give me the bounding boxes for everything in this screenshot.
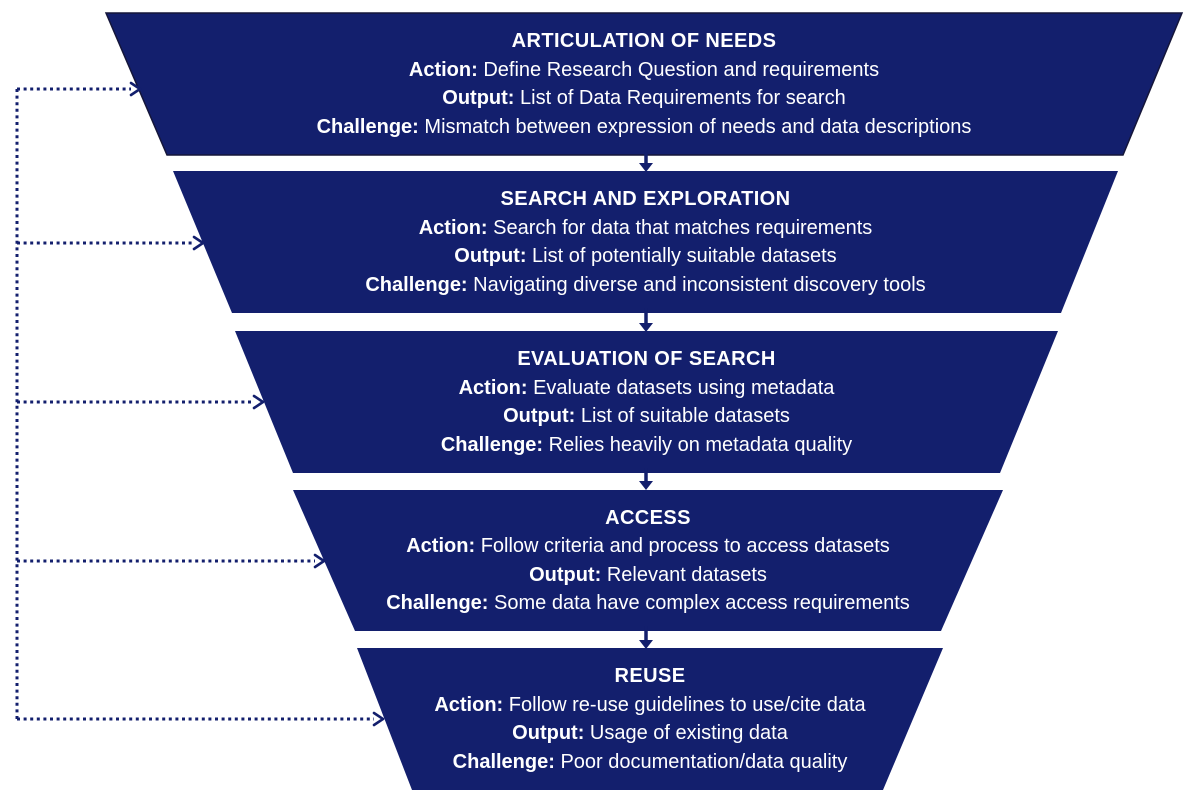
stage-action-line: Action: Evaluate datasets using metadata xyxy=(459,374,835,403)
funnel-stage-3-shape xyxy=(235,331,1058,473)
action-text: Follow criteria and process to access da… xyxy=(480,535,890,557)
stage-challenge-line: Challenge: Some data have complex access… xyxy=(386,589,910,618)
action-label: Action: xyxy=(408,58,478,81)
feedback-arrowhead-icon-3 xyxy=(252,394,265,410)
funnel-stage-articulation-of-needs: ARTICULATION OF NEEDS Action: Define Res… xyxy=(106,13,1182,155)
down-arrow-icon-2 xyxy=(639,308,653,332)
down-arrow-icon-1 xyxy=(639,150,653,172)
stage-action-line: Action: Follow criteria and process to a… xyxy=(406,532,890,561)
feedback-arrowhead-icon-5 xyxy=(372,711,385,727)
challenge-label: Challenge: xyxy=(386,592,489,614)
funnel-stage-1-shape xyxy=(104,12,1184,156)
funnel-stage-2-shape xyxy=(173,171,1118,313)
feedback-arrowhead-icon-4 xyxy=(313,553,326,569)
action-label: Action: xyxy=(458,376,528,399)
action-text: Follow re-use guidelines to use/cite dat… xyxy=(508,693,866,716)
challenge-text: Navigating diverse and inconsistent disc… xyxy=(473,273,926,296)
down-arrow-icon-4 xyxy=(639,626,653,649)
output-label: Output: xyxy=(503,405,576,427)
stage-title: EVALUATION OF SEARCH xyxy=(517,348,776,370)
stage-title: ARTICULATION OF NEEDS xyxy=(511,30,777,52)
challenge-label: Challenge: xyxy=(452,750,555,773)
output-text: List of suitable datasets xyxy=(580,405,790,427)
stage-output-line: Output: Usage of existing data xyxy=(512,719,788,748)
funnel-stage-search-and-exploration: SEARCH AND EXPLORATION Action: Search fo… xyxy=(173,171,1118,313)
stage-action-line: Action: Define Research Question and req… xyxy=(409,56,879,85)
output-label: Output: xyxy=(454,245,527,267)
challenge-label: Challenge: xyxy=(316,115,419,138)
stage-action-line: Action: Follow re-use guidelines to use/… xyxy=(434,691,865,720)
stage-output-line: Output: List of suitable datasets xyxy=(503,402,790,431)
challenge-text: Relies heavily on metadata quality xyxy=(548,433,853,456)
challenge-label: Challenge: xyxy=(365,273,468,296)
action-label: Action: xyxy=(434,693,504,716)
action-text: Define Research Question and requirement… xyxy=(483,58,880,81)
action-text: Search for data that matches requirement… xyxy=(493,216,873,239)
stage-action-line: Action: Search for data that matches req… xyxy=(419,214,873,243)
output-label: Output: xyxy=(512,722,585,744)
challenge-text: Mismatch between expression of needs and… xyxy=(424,115,972,138)
funnel-stage-evaluation-of-search: EVALUATION OF SEARCH Action: Evaluate da… xyxy=(235,331,1058,473)
stage-title: ACCESS xyxy=(605,506,691,529)
output-text: List of Data Requirements for search xyxy=(520,87,846,109)
stage-output-line: Output: List of potentially suitable dat… xyxy=(454,242,836,271)
stage-output-line: Output: Relevant datasets xyxy=(529,561,767,590)
stage-challenge-line: Challenge: Mismatch between expression o… xyxy=(317,113,972,142)
challenge-text: Some data have complex access requiremen… xyxy=(494,592,910,614)
output-text: Usage of existing data xyxy=(589,722,788,744)
stage-challenge-line: Challenge: Poor documentation/data quali… xyxy=(453,748,848,777)
output-label: Output: xyxy=(442,87,515,109)
challenge-label: Challenge: xyxy=(440,433,544,456)
output-label: Output: xyxy=(529,563,602,586)
action-label: Action: xyxy=(406,535,476,557)
down-arrow-icon-3 xyxy=(639,468,653,490)
stage-title: SEARCH AND EXPLORATION xyxy=(500,188,791,210)
feedback-arrowhead-icon-2 xyxy=(192,235,205,251)
feedback-arrowhead-icon-1 xyxy=(129,81,142,97)
output-text: Relevant datasets xyxy=(606,563,767,586)
stage-title: REUSE xyxy=(614,665,686,687)
action-text: Evaluate datasets using metadata xyxy=(533,376,835,399)
funnel-stage-access: ACCESS Action: Follow criteria and proce… xyxy=(293,490,1003,631)
funnel-stage-reuse: REUSE Action: Follow re-use guidelines t… xyxy=(357,648,943,790)
stage-challenge-line: Challenge: Navigating diverse and incons… xyxy=(365,271,925,300)
challenge-text: Poor documentation/data quality xyxy=(560,750,848,773)
funnel-stage-5-shape xyxy=(357,648,943,790)
output-text: List of potentially suitable datasets xyxy=(532,245,837,267)
stage-output-line: Output: List of Data Requirements for se… xyxy=(442,84,845,113)
funnel-stage-4-shape xyxy=(293,490,1003,631)
action-label: Action: xyxy=(418,216,488,239)
stage-challenge-line: Challenge: Relies heavily on metadata qu… xyxy=(441,431,852,460)
